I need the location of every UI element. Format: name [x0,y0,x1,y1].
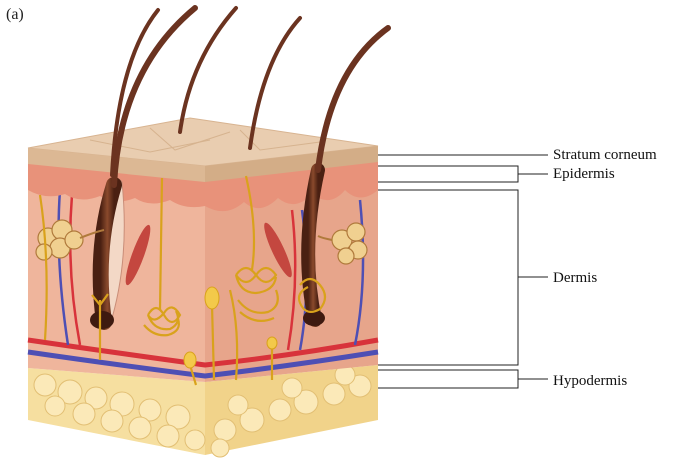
dermis-layer [28,176,378,382]
layer-brackets [378,155,548,388]
hypodermis-label: Hypodermis [553,373,627,389]
dermis-label: Dermis [553,270,597,286]
dermis-bracket [378,190,548,365]
panel-label: (a) [6,6,24,24]
stratum-corneum-label: Stratum corneum [553,147,657,163]
hypodermis-bracket [378,370,548,388]
epidermis-label: Epidermis [553,166,615,182]
epidermis-bracket [378,166,548,182]
